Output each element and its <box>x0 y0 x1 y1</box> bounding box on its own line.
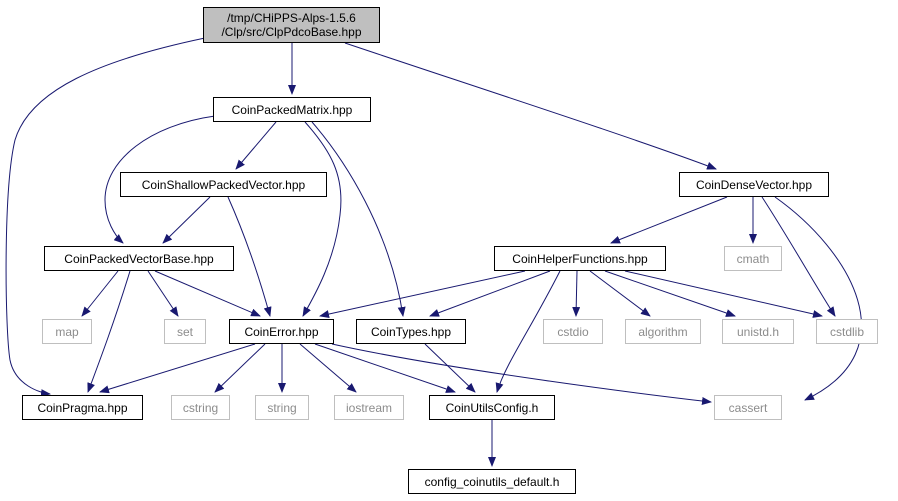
edge-helper-to-algorithm <box>589 270 651 317</box>
edge-cointypes-to-coinutilsconfig <box>424 343 476 393</box>
edge-coinerror-to-coinutilsconfig <box>314 343 456 393</box>
node-algorithm[interactable]: algorithm <box>625 319 701 344</box>
edge-coinerror-to-cassert <box>331 343 712 405</box>
node-coin-dense-vector[interactable]: CoinDenseVector.hpp <box>679 172 829 197</box>
edge-coinpackedmatrix-to-shallow <box>235 121 277 170</box>
edge-coinpackedmatrix-to-packedvectorbase <box>104 115 216 244</box>
node-coin-helper-functions[interactable]: CoinHelperFunctions.hpp <box>494 246 666 271</box>
node-cassert[interactable]: cassert <box>714 395 782 420</box>
node-iostream[interactable]: iostream <box>334 395 404 420</box>
edge-coinpackedmatrix-to-cointypes <box>311 121 406 317</box>
node-coin-types[interactable]: CoinTypes.hpp <box>356 319 466 344</box>
node-coin-packed-vector-base[interactable]: CoinPackedVectorBase.hpp <box>44 246 234 271</box>
edge-root-to-coinpragma <box>5 37 206 398</box>
edge-helper-to-cstdlib <box>624 270 823 318</box>
edge-helper-to-coinutilsconfig <box>495 270 561 393</box>
node-coin-pragma[interactable]: CoinPragma.hpp <box>22 395 143 420</box>
node-cstring[interactable]: cstring <box>171 395 230 420</box>
edge-helper-to-unistd <box>604 270 736 317</box>
node-unistd[interactable]: unistd.h <box>722 319 794 344</box>
edge-packedvectorbase-to-set <box>147 270 179 317</box>
edge-coindensevector-to-cstdlib <box>761 196 836 317</box>
node-coin-error[interactable]: CoinError.hpp <box>229 319 334 344</box>
edge-shallow-to-coinerror <box>227 196 272 317</box>
node-root-file[interactable]: /tmp/CHiPPS-Alps-1.5.6 /Clp/src/ClpPdcoB… <box>203 7 380 43</box>
node-coin-shallow-packed-vector[interactable]: CoinShallowPackedVector.hpp <box>120 172 327 197</box>
node-coin-utils-config[interactable]: CoinUtilsConfig.h <box>429 395 555 420</box>
edge-coinerror-to-cstring <box>214 343 266 393</box>
node-cmath[interactable]: cmath <box>724 246 782 271</box>
node-string[interactable]: string <box>255 395 309 420</box>
edge-helper-to-cstdio <box>572 270 581 317</box>
node-cstdio[interactable]: cstdio <box>543 319 603 344</box>
node-map[interactable]: map <box>42 319 92 344</box>
edge-helper-to-cointypes <box>429 270 551 317</box>
node-config-coinutils-default[interactable]: config_coinutils_default.h <box>408 469 576 494</box>
edge-helper-to-coinerror <box>319 270 526 318</box>
edge-coinerror-to-coinpragma <box>99 343 256 394</box>
edge-packedvectorbase-to-coinpragma <box>87 270 131 393</box>
root-path-line2: /Clp/src/ClpPdcoBase.hpp <box>221 25 362 39</box>
edge-coinerror-to-iostream <box>299 343 357 393</box>
edge-packedvectorbase-to-coinerror <box>154 270 261 317</box>
edge-root-to-coindensevector <box>344 42 717 170</box>
node-cstdlib[interactable]: cstdlib <box>816 319 878 344</box>
edge-packedvectorbase-to-map <box>81 270 119 317</box>
node-set[interactable]: set <box>164 319 206 344</box>
edge-coindensevector-to-helper <box>610 196 728 244</box>
node-coin-packed-matrix[interactable]: CoinPackedMatrix.hpp <box>213 97 371 122</box>
edge-coinpackedmatrix-to-coinerror <box>302 121 342 317</box>
edge-shallow-to-packedvectorbase <box>162 196 211 244</box>
root-path-line1: /tmp/CHiPPS-Alps-1.5.6 <box>227 11 356 25</box>
edge-coindensevector-to-cassert <box>774 196 862 401</box>
